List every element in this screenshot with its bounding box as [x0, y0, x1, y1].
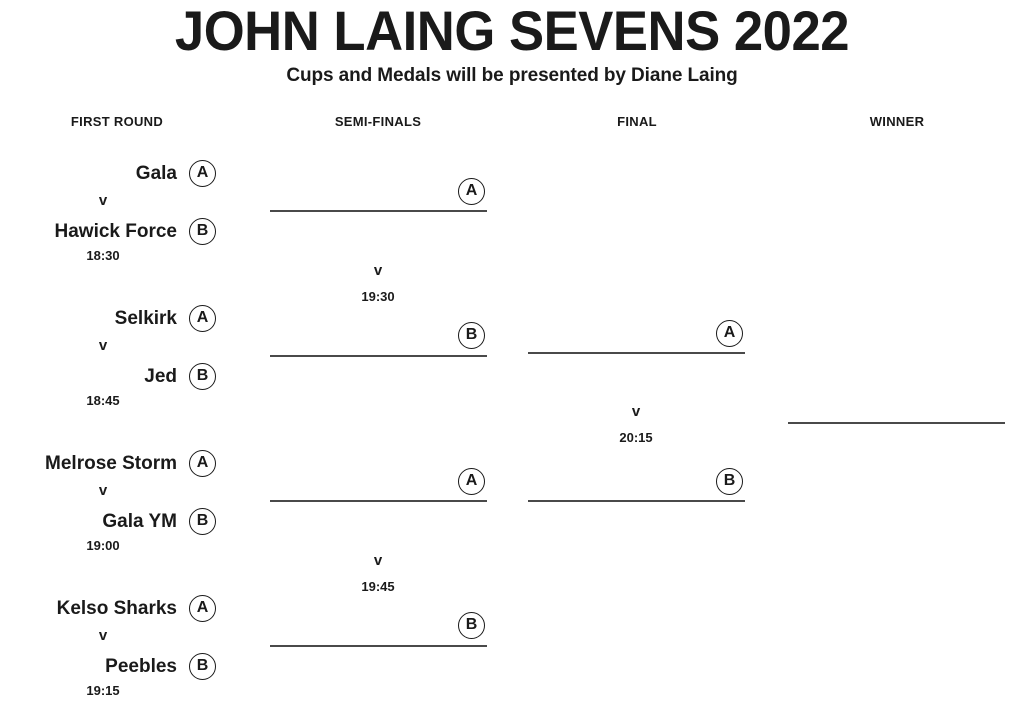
badge-b-icon: B — [458, 322, 485, 349]
badge-a-icon: A — [189, 595, 216, 622]
page-subtitle: Cups and Medals will be presented by Dia… — [286, 65, 738, 86]
first-round-team: Kelso Sharks — [56, 598, 177, 619]
first-round-team: Jed — [144, 366, 177, 387]
semi-final-slot-line[interactable] — [270, 210, 487, 212]
badge-b-icon: B — [189, 218, 216, 245]
versus-label: v — [98, 482, 108, 499]
column-header-final: FINAL — [617, 114, 657, 129]
badge-a-icon: A — [189, 160, 216, 187]
match-time: 19:00 — [86, 538, 120, 553]
badge-b-icon: B — [458, 612, 485, 639]
column-header-semi-finals: SEMI-FINALS — [334, 114, 422, 129]
final-slot-line[interactable] — [528, 500, 745, 502]
badge-b-icon: B — [716, 468, 743, 495]
semi-final-slot-line[interactable] — [270, 645, 487, 647]
match-time: 18:30 — [86, 248, 120, 263]
badge-b-icon: B — [189, 653, 216, 680]
semi-final-slot-line[interactable] — [270, 355, 487, 357]
badge-a-icon: A — [458, 178, 485, 205]
versus-label: v — [631, 403, 641, 420]
first-round-team: Melrose Storm — [45, 453, 177, 474]
semi-final-slot-line[interactable] — [270, 500, 487, 502]
match-time: 20:15 — [619, 430, 653, 445]
badge-a-icon: A — [189, 450, 216, 477]
match-time: 19:15 — [86, 683, 120, 698]
badge-b-icon: B — [189, 363, 216, 390]
versus-label: v — [373, 262, 383, 279]
first-round-team: Selkirk — [114, 308, 177, 329]
badge-b-icon: B — [189, 508, 216, 535]
badge-a-icon: A — [716, 320, 743, 347]
winner-slot-line[interactable] — [788, 422, 1005, 424]
badge-a-icon: A — [189, 305, 216, 332]
match-time: 18:45 — [86, 393, 120, 408]
versus-label: v — [98, 192, 108, 209]
first-round-team: Gala — [135, 163, 177, 184]
versus-label: v — [98, 627, 108, 644]
column-header-first-round: FIRST ROUND — [70, 114, 164, 129]
versus-label: v — [98, 337, 108, 354]
versus-label: v — [373, 552, 383, 569]
match-time: 19:30 — [361, 289, 395, 304]
first-round-team: Gala YM — [102, 511, 177, 532]
first-round-team: Peebles — [105, 656, 177, 677]
column-header-winner: WINNER — [869, 114, 925, 129]
first-round-team: Hawick Force — [54, 221, 178, 242]
badge-a-icon: A — [458, 468, 485, 495]
page-title: JOHN LAING SEVENS 2022 — [174, 0, 850, 62]
match-time: 19:45 — [361, 579, 395, 594]
final-slot-line[interactable] — [528, 352, 745, 354]
